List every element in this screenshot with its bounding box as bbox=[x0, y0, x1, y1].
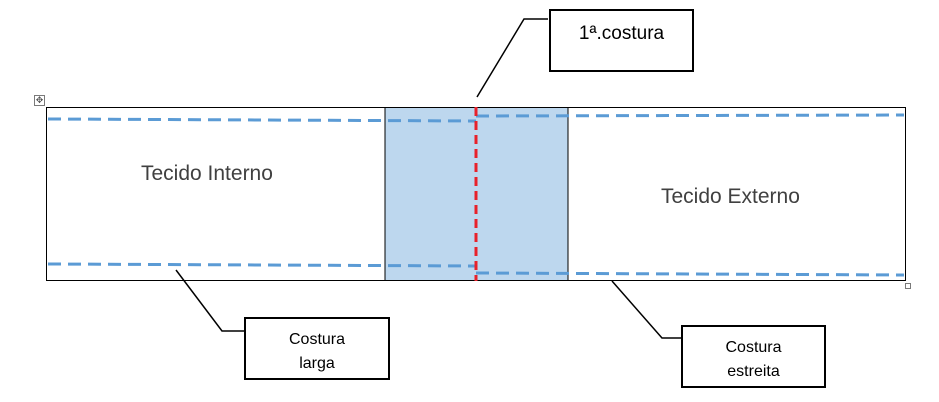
wide-seam-leader bbox=[175, 269, 244, 332]
wide-seam-text-line1: Costura bbox=[288, 331, 346, 348]
resize-handle-icon[interactable] bbox=[905, 283, 911, 289]
inner-fabric-label: Tecido Interno bbox=[141, 162, 273, 185]
wide-seam-callout: Costura larga bbox=[244, 317, 390, 380]
move-arrows-icon[interactable]: ✥ bbox=[34, 95, 45, 106]
narrow-seam-text-line2: estreita bbox=[727, 363, 780, 380]
narrow-seam-text-line1: Costura bbox=[725, 339, 782, 356]
first-seam-leader bbox=[476, 18, 548, 98]
narrow-seam-callout: Costura estreita bbox=[681, 325, 826, 388]
narrow-seam-leader bbox=[611, 280, 681, 339]
first-seam-text: 1ª.costura bbox=[578, 23, 665, 44]
stitch-line-outer-top bbox=[475, 113, 905, 118]
stitch-line-outer-bottom bbox=[475, 271, 905, 277]
first-seam-callout: 1ª.costura bbox=[549, 9, 694, 72]
wide-seam-text-line2: larga bbox=[299, 355, 335, 372]
stitch-line-inner-top bbox=[47, 117, 477, 123]
outer-fabric-label: Tecido Externo bbox=[661, 185, 800, 208]
stitch-line-inner-bottom bbox=[47, 262, 477, 268]
